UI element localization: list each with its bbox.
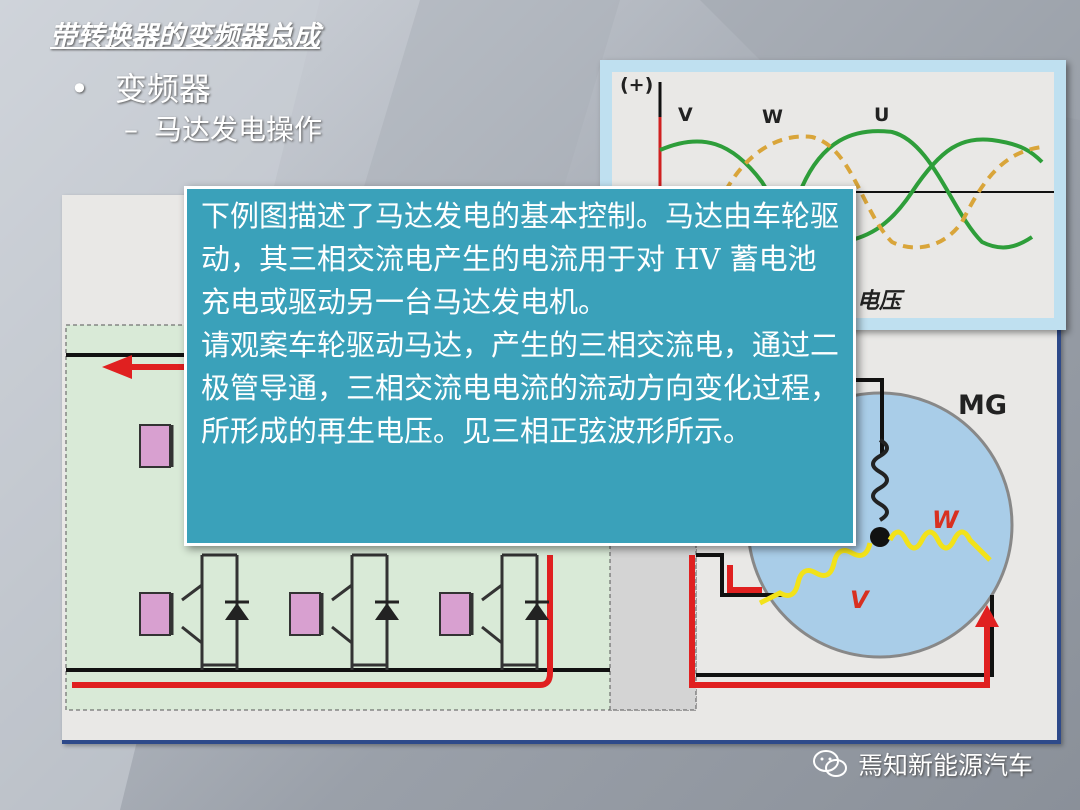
wechat-icon <box>813 750 847 777</box>
phase-w-wave <box>910 137 1044 194</box>
diode-icon <box>225 603 249 620</box>
watermark: 焉知新能源汽车 <box>812 746 1033 782</box>
explanation-paragraph-1: 下例图描述了马达发电的基本控制。马达由车轮驱动，其三相交流电产生的电流用于对 H… <box>201 199 840 319</box>
coil-u <box>871 438 889 522</box>
coil-neutral-point <box>870 527 890 547</box>
current-arrow-icon <box>102 355 132 379</box>
polarity-label: (+) <box>620 74 654 96</box>
motor-label: MG <box>958 390 1008 421</box>
current-path-bottom <box>72 555 553 688</box>
igbt-gate-upper <box>139 424 171 468</box>
bullet-inverter-label: 变频器 <box>114 70 211 108</box>
phase-label-w: W <box>762 106 783 128</box>
igbt-lower-1 <box>139 553 249 670</box>
igbt-lower-3 <box>439 553 549 670</box>
phase-label-v: V <box>678 104 693 126</box>
phase-u-wave <box>800 129 1034 250</box>
slide-title: 带转换器的变频器总成 <box>50 21 320 52</box>
coil-w-label: W <box>932 506 959 534</box>
diode-icon <box>375 603 399 620</box>
current-arrow-icon <box>975 605 999 627</box>
bullet-dash: – <box>124 113 138 146</box>
coil-w <box>887 529 992 562</box>
igbt-lower-2 <box>289 553 399 670</box>
explanation-paragraph-2: 请观案车轮驱动马达，产生的三相交流电，通过二极管导通，三相交流电电流的流动方向变… <box>201 328 840 448</box>
coil-v-label: V <box>850 586 869 614</box>
bullet-inverter: • 变频器 <box>70 64 211 110</box>
coil-v <box>758 542 873 606</box>
watermark-text: 焉知新能源汽车 <box>858 751 1034 780</box>
current-path-motor <box>689 555 990 688</box>
bullet-motor-generation-label: 马达发电操作 <box>154 113 323 146</box>
bullet-motor-generation: –马达发电操作 <box>124 108 322 148</box>
explanation-textbox: 下例图描述了马达发电的基本控制。马达由车轮驱动，其三相交流电产生的电流用于对 H… <box>184 186 856 546</box>
phase-label-u: U <box>874 104 890 126</box>
diode-icon <box>525 603 549 620</box>
reference-wave <box>710 134 1043 250</box>
waveform-caption: 电压 <box>857 289 902 314</box>
bullet-dot: • <box>70 70 89 108</box>
